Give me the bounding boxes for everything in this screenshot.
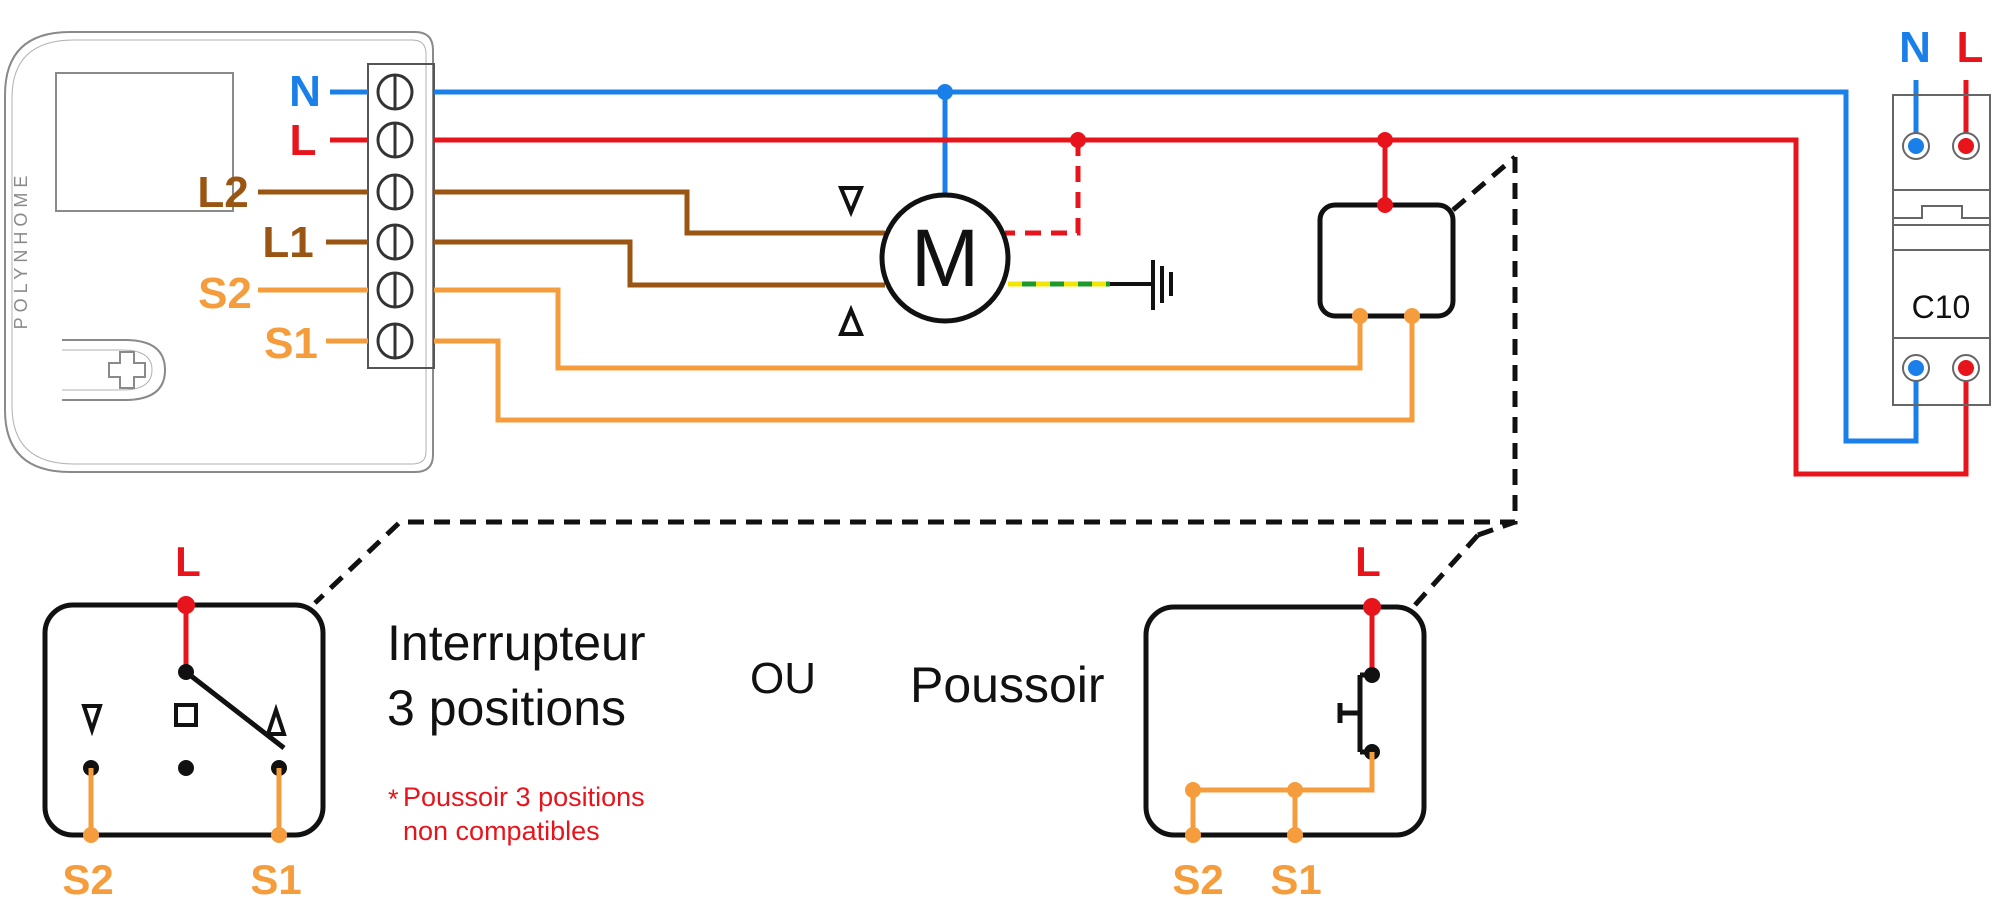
three-position-label-s1: S1 xyxy=(250,856,301,903)
wall-switch xyxy=(1317,202,1456,319)
three-position-label-s2: S2 xyxy=(62,856,113,903)
module-label-window xyxy=(55,72,234,212)
live-motor-dashed xyxy=(1005,140,1081,236)
breaker-rating: C10 xyxy=(1912,289,1971,325)
terminal-block xyxy=(367,63,435,369)
up-arrow-icon xyxy=(265,703,287,736)
breaker-label-l: L xyxy=(1957,23,1984,72)
terminal-label-s2: S2 xyxy=(198,269,252,318)
terminal-labels: N L L2 L1 S2 S1 xyxy=(197,67,321,368)
up-arrow-icon xyxy=(838,304,864,336)
l1-wire xyxy=(434,239,885,288)
live-wire xyxy=(434,137,1969,477)
terminal-label-l1: L1 xyxy=(262,218,313,267)
earth-connection xyxy=(1008,260,1173,310)
label-tails xyxy=(258,89,368,344)
motor: M xyxy=(838,186,1011,336)
s2-wire xyxy=(434,287,1363,371)
neutral-wire xyxy=(434,89,1919,444)
wires xyxy=(434,80,1969,477)
junction-dots xyxy=(937,84,1393,148)
pushbutton-box xyxy=(1143,604,1427,838)
pushbutton-contact-icon xyxy=(1337,672,1372,755)
terminal-label-l2: L2 xyxy=(197,168,248,217)
module-housing xyxy=(4,31,434,473)
terminal-screws xyxy=(376,73,414,360)
switch-blade xyxy=(184,670,286,750)
pushbutton-detail: L S2 S1 xyxy=(1143,538,1427,903)
terminal-label-s1: S1 xyxy=(264,319,318,368)
three-position-label-l: L xyxy=(175,538,201,585)
down-arrow-icon xyxy=(81,704,103,737)
pushbutton-label-s1: S1 xyxy=(1270,856,1321,903)
stop-square-icon xyxy=(174,703,198,727)
down-arrow-icon xyxy=(838,186,864,218)
compat-note-mark: * xyxy=(388,784,399,814)
earth-icon xyxy=(1110,260,1173,310)
l2-wire xyxy=(434,189,885,236)
wall-switch-box xyxy=(1317,197,1456,324)
module-housing-inner xyxy=(11,39,427,465)
compat-note-line1: Poussoir 3 positions xyxy=(403,782,645,812)
compat-note-line2: non compatibles xyxy=(403,816,600,846)
pushbutton-label-l: L xyxy=(1355,538,1381,585)
terminal-label-n: N xyxy=(289,67,321,116)
motor-label: M xyxy=(911,213,979,304)
terminal-label-l: L xyxy=(290,116,317,165)
module-brand: POLYNHOME xyxy=(11,171,31,330)
module-clip-inner xyxy=(62,349,153,391)
callout-lines xyxy=(313,155,1518,607)
three-position-title-line1: Interrupteur xyxy=(387,615,645,671)
motor-symbol xyxy=(879,192,1011,324)
polynhome-module: POLYNHOME xyxy=(4,31,435,473)
three-position-switch-detail: L S2 S1 xyxy=(42,538,326,903)
s1-wire xyxy=(434,316,1415,423)
cross-screw-icon xyxy=(108,351,146,389)
or-separator: OU xyxy=(750,654,816,703)
circuit-breaker: C10 N L xyxy=(1892,23,1991,406)
pushbutton-title: Poussoir xyxy=(910,657,1105,713)
pushbutton-label-s2: S2 xyxy=(1172,856,1223,903)
three-position-title-line2: 3 positions xyxy=(387,680,626,736)
module-clip xyxy=(62,339,167,401)
breaker-label-n: N xyxy=(1899,23,1931,72)
